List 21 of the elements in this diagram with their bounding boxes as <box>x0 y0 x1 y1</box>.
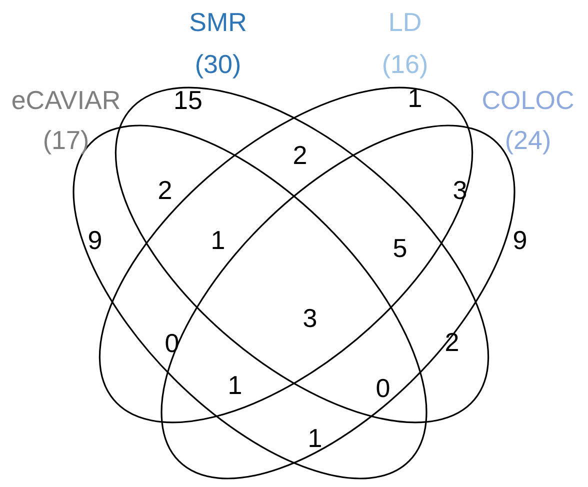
set-name: SMR <box>189 7 247 37</box>
set-name: eCAVIAR <box>11 85 121 115</box>
region-count: 1 <box>210 225 226 255</box>
region-count: 9 <box>512 225 528 255</box>
region-count: 5 <box>392 233 408 263</box>
set-count: (24) <box>504 125 552 155</box>
region-count: 2 <box>292 140 308 170</box>
region-count: 9 <box>88 225 102 255</box>
region-count: 1 <box>228 370 242 400</box>
set-count: (17) <box>42 125 90 155</box>
region-count: 2 <box>158 175 172 205</box>
region-count: 15 <box>174 85 202 115</box>
region-count: 2 <box>444 327 460 357</box>
region-count: 1 <box>408 83 422 113</box>
set-name: COLOC <box>482 85 574 115</box>
set-count: (30) <box>194 49 242 79</box>
set-count: (16) <box>382 49 428 79</box>
set-name: LD <box>388 7 422 37</box>
region-count: 1 <box>308 423 322 453</box>
region-count: 0 <box>376 373 390 403</box>
region-count: 3 <box>302 303 318 333</box>
